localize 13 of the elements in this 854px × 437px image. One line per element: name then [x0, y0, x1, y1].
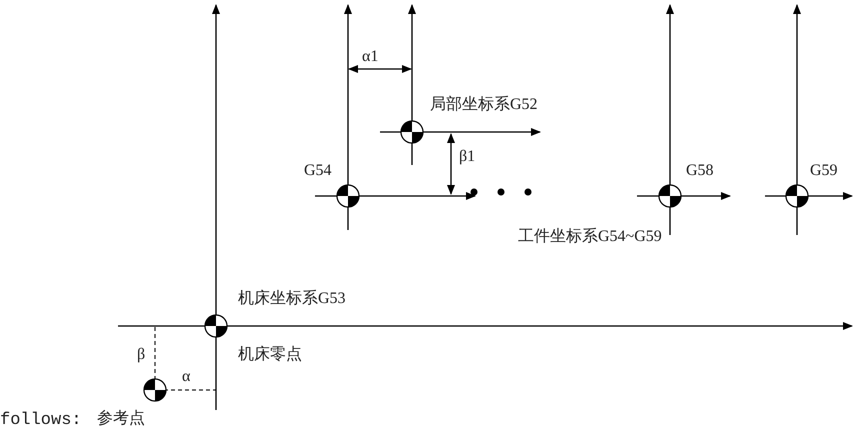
- dimension-label: β: [137, 346, 146, 364]
- coordinate-label: G54: [304, 162, 332, 180]
- dimension-label: α1: [362, 48, 378, 66]
- dimension-label: α: [182, 368, 190, 386]
- note-text: follows:: [0, 412, 82, 431]
- coordinate-label: 局部坐标系G52: [430, 96, 538, 114]
- coordinate-label: G58: [686, 162, 714, 180]
- point-label: 机床零点: [238, 346, 302, 364]
- coordinate-label: 机床坐标系G53: [238, 290, 346, 308]
- point-label: 参考点: [97, 410, 145, 428]
- coordinate-label: 工件坐标系G54~G59: [518, 228, 662, 246]
- coordinate-label: G59: [810, 162, 838, 180]
- dimension-label: β1: [459, 148, 476, 166]
